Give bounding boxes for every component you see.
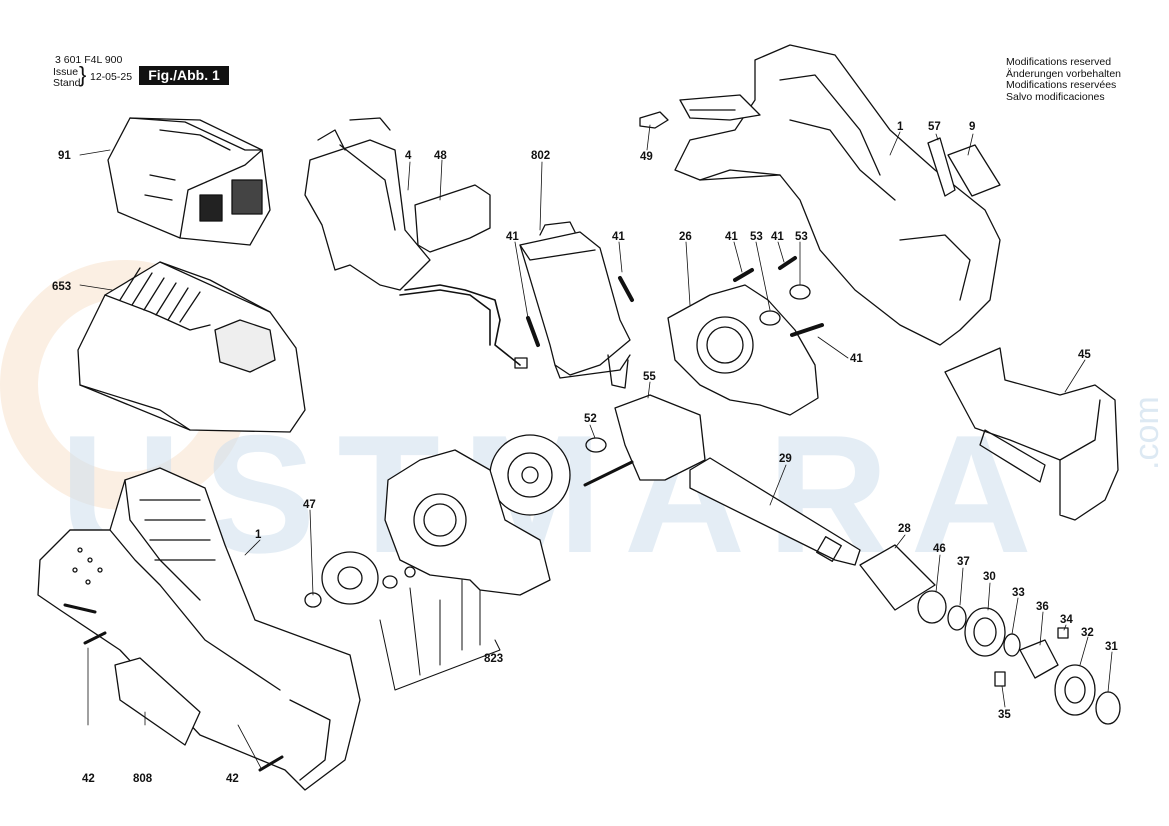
screw-41-e <box>790 323 824 337</box>
callout-653: 653 <box>52 281 71 293</box>
part-number: 3 601 F4L 900 <box>55 54 123 66</box>
callout-802: 802 <box>531 150 550 162</box>
clip-33 <box>1003 633 1021 657</box>
callout-28: 28 <box>898 523 911 535</box>
callout-808: 808 <box>133 773 153 785</box>
callout-45: 45 <box>1078 349 1091 361</box>
callout-4: 4 <box>405 150 412 162</box>
callout-52: 52 <box>584 413 597 425</box>
callout-53-a: 53 <box>750 231 763 243</box>
sleeve-36 <box>1019 639 1059 679</box>
guide-plate <box>944 347 1119 521</box>
notice-de: Änderungen vorbehalten <box>1006 67 1122 80</box>
callout-55: 55 <box>643 371 656 383</box>
gear-assembly <box>384 434 571 596</box>
screw-41-c <box>733 268 754 282</box>
callout-42-bottom: 42 <box>226 773 239 785</box>
charger <box>77 261 306 433</box>
callout-46: 46 <box>933 543 946 555</box>
pin-35 <box>994 671 1006 687</box>
screw-42-left <box>83 631 107 645</box>
leader-lines <box>79 124 1113 771</box>
ring-31 <box>1095 691 1121 725</box>
callout-37: 37 <box>957 556 970 568</box>
washer-46 <box>917 590 947 624</box>
notice-fr: Modifications reservées <box>1006 79 1117 91</box>
bushing-53-b <box>789 284 811 300</box>
stand-label: Stand <box>53 77 81 89</box>
callout-48: 48 <box>434 150 447 162</box>
battery-pack <box>107 117 271 246</box>
issue-label: Issue <box>53 66 79 78</box>
motor <box>519 221 631 389</box>
screw-42-bottom <box>258 755 284 772</box>
notice-es: Salvo modificaciones <box>1006 90 1105 103</box>
sleeve-28 <box>859 544 936 611</box>
callout-41-c: 41 <box>725 231 738 243</box>
switch-assembly <box>304 117 528 369</box>
plunger-29 <box>689 457 861 566</box>
callout-9: 9 <box>969 121 975 133</box>
callout-36: 36 <box>1036 601 1049 613</box>
callout-49: 49 <box>640 151 653 163</box>
clip-49 <box>639 111 669 129</box>
callout-41-a: 41 <box>506 231 519 243</box>
callout-41-d: 41 <box>771 231 784 243</box>
issue-date: 12-05-25 <box>90 71 133 83</box>
cover-48 <box>414 184 491 253</box>
bearing-47 <box>304 551 416 608</box>
callout-30: 30 <box>983 571 996 583</box>
screw-41-b <box>618 276 634 302</box>
callout-33: 33 <box>1012 587 1025 599</box>
callout-41-e: 41 <box>850 353 863 365</box>
label-9 <box>947 144 1001 197</box>
screw-41-a <box>526 316 540 347</box>
callout-1-handle: 1 <box>255 529 262 541</box>
callout-53-b: 53 <box>795 231 808 243</box>
callout-42-left: 42 <box>82 773 95 785</box>
gear-housing-26 <box>667 284 819 416</box>
label-808 <box>114 657 201 746</box>
main-housing <box>674 44 1001 346</box>
callout-57: 57 <box>928 121 941 133</box>
guide-block-55 <box>614 394 706 481</box>
callout-35: 35 <box>998 709 1011 721</box>
modifications-notice: Modifications reserved Änderungen vorbeh… <box>1006 56 1122 103</box>
bushing-53-a <box>759 310 781 326</box>
bearing-30 <box>964 607 1006 657</box>
callout-32: 32 <box>1081 627 1094 639</box>
callout-823: 823 <box>484 653 503 665</box>
figure-label: Fig./Abb. 1 <box>139 66 229 85</box>
callout-31: 31 <box>1105 641 1118 653</box>
ball-34 <box>1057 627 1069 639</box>
callout-47: 47 <box>303 499 316 511</box>
callout-1-housing: 1 <box>897 121 904 133</box>
callout-91: 91 <box>58 150 71 162</box>
callout-26: 26 <box>679 231 692 243</box>
callout-41-b: 41 <box>612 231 625 243</box>
callout-29: 29 <box>779 453 792 465</box>
handle-housing <box>37 467 361 791</box>
brace-glyph: } <box>79 62 87 87</box>
pin <box>583 460 634 487</box>
collar-32 <box>1054 664 1096 716</box>
ring-37 <box>947 605 967 631</box>
assembly-bracket-823 <box>379 579 501 691</box>
notice-en: Modifications reserved <box>1006 56 1112 68</box>
bushing-52 <box>585 437 607 453</box>
screw-41-d <box>778 256 797 270</box>
callout-34: 34 <box>1060 614 1073 626</box>
label-57 <box>927 137 956 197</box>
